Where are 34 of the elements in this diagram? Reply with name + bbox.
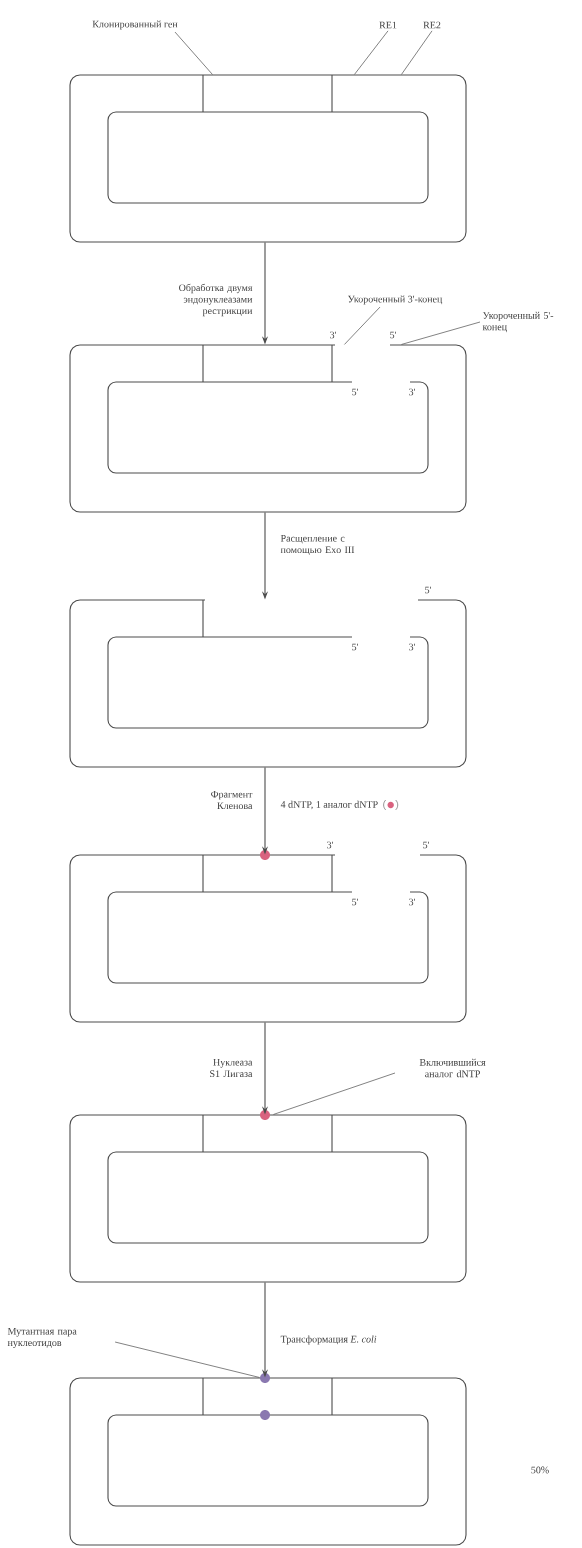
end-label: 5' [352,388,358,396]
step-label: Фрагмент Кленова [211,790,253,810]
leader-line [273,1072,396,1115]
leader-line [114,1341,260,1378]
end-label: 3' [409,898,415,906]
callout-text: RE1 [379,21,397,29]
end-label: 3' [409,388,415,396]
step-label: Трансформация E. coli [280,1335,377,1345]
callout-text: RE2 [423,21,441,29]
plasmid-drawing [69,344,467,513]
leader-line [401,30,433,75]
end-label: 5' [390,331,396,339]
percentage-label: 50% [531,1466,549,1474]
callout-text: Укороченный 5'-конец [482,311,554,333]
leader-line [174,31,213,75]
leader-line [401,321,481,345]
step-label: Обработка двумя эндонуклеазами рестрикции [179,283,253,317]
plasmid-drawing [69,1373,467,1546]
end-label: 5' [352,898,358,906]
leader-line [344,306,381,345]
reagent-label: 4 dNTP, 1 аналог dNTP [280,800,378,810]
callout-text: Клонированный ген [92,20,178,30]
step-label: Нуклеаза S1 Лигаза [210,1058,253,1078]
end-label: 5' [352,643,358,651]
plasmid-drawing [69,599,467,768]
callout-text: Включившийся аналог dNTP [419,1058,486,1078]
plasmid-drawing [69,74,467,243]
callout-text: Укороченный 3'-конец [348,295,443,305]
callout-text: Мутантная пара нуклеотидов [7,1327,77,1349]
end-label: 3' [409,643,415,651]
leader-line [354,30,389,75]
plasmid-drawing [69,1110,467,1283]
step-label: Расщепление с помощью Exo III [280,534,355,556]
plasmid-drawing [69,850,467,1023]
